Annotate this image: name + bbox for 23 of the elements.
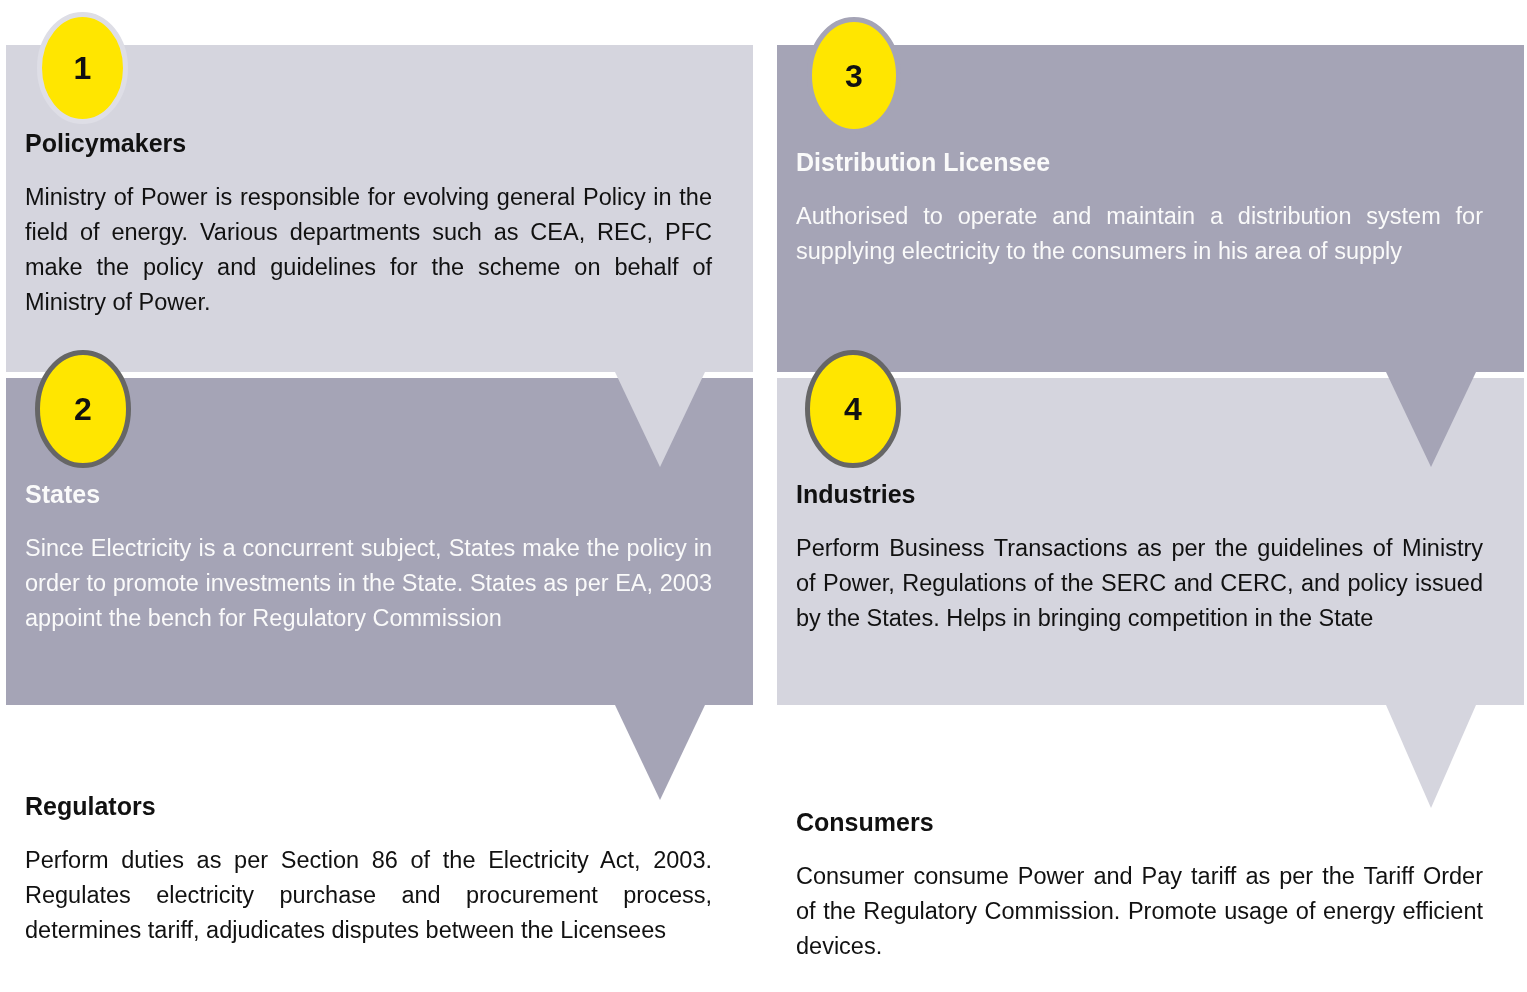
callout-pointer [615,705,705,800]
section-heading: Distribution Licensee [796,148,1052,177]
number-badge: 1 [37,12,128,124]
description-text: Perform Business Transactions as per the guidelines of Ministry of Power, Regulations of the SERC and CERC, and policy issued by the States. Helps in bringing competition in the State [796,534,1483,633]
info-panel [777,45,1524,372]
number-badge: 4 [805,350,901,468]
info-panel [6,378,753,705]
info-panel [6,45,753,372]
description-text: Ministry of Power is responsible for evolving general Policy in the field of energy. Various departments such as CEA, REC, PFC make the policy and guidelines for the scheme on behalf of Ministry of Power. [25,183,712,317]
callout-pointer [615,372,705,467]
section-heading: Industries [796,480,917,509]
section-heading: Policymakers [25,129,188,158]
description-text: Since Electricity is a concurrent subject, States make the policy in order to promote investments in the State. States as per EA, 2003 appoint the bench for Regulatory Commission [25,534,712,633]
section-heading: Regulators [25,792,157,821]
section-heading: States [25,480,102,509]
number-badge: 2 [35,350,131,468]
description-text: Perform duties as per Section 86 of the Electricity Act, 2003. Regulates electricity purchase and procurement process, determines tariff, adjudicates disputes between the Licensees [25,846,712,945]
description-text: Authorised to operate and maintain a distribution system for supplying electricity to the consumers in his area of supply [796,202,1483,266]
section-heading: Consumers [796,808,935,837]
description-text: Consumer consume Power and Pay tariff as per the Tariff Order of the Regulatory Commission. Promote usage of energy efficient devices. [796,862,1483,961]
callout-pointer [1386,372,1476,467]
callout-pointer [1386,705,1476,808]
info-panel [777,378,1524,705]
